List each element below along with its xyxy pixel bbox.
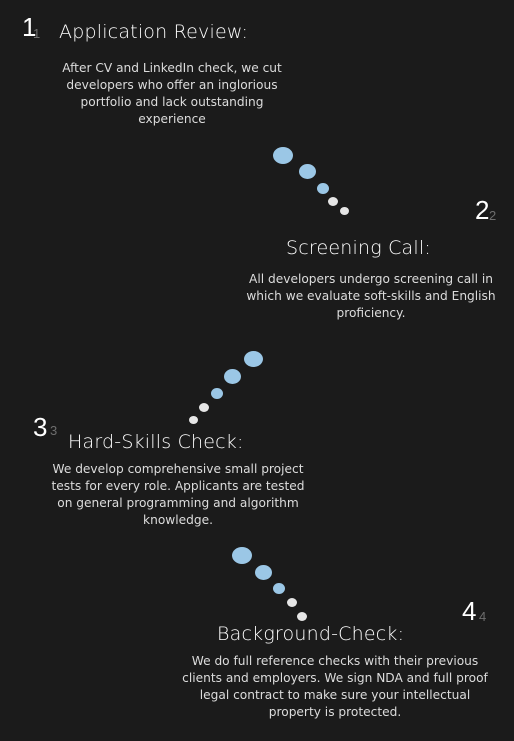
step-4-number: 4 (462, 596, 477, 626)
step-1-title: Application Review: (59, 21, 249, 43)
connector-dot (297, 612, 307, 621)
connector-dot (211, 388, 223, 399)
step-4-title: Background-Check: (217, 623, 405, 645)
connector-dot (287, 598, 297, 607)
step-2-title: Screening Call: (286, 237, 431, 259)
connector-dot (299, 164, 316, 179)
step-3-title: Hard-Skills Check: (68, 431, 244, 453)
step-1-number: 1 (22, 12, 37, 42)
step-3-description: We develop comprehensive small project t… (51, 462, 305, 527)
connector-dot (340, 207, 349, 215)
connector-dot (189, 416, 198, 424)
step-2-number: 2 (475, 195, 490, 225)
connector-dot (273, 583, 285, 594)
step-4-description: We do full reference checks with their p… (182, 654, 488, 719)
connector-dot (224, 369, 241, 384)
step-4-number-ghost: 4 (479, 609, 487, 624)
connector-dot (328, 197, 338, 206)
connector-dot (255, 565, 272, 580)
step-1-number-ghost: 1 (33, 26, 41, 41)
connector-dot (273, 147, 293, 164)
step-2-description: All developers undergo screening call in… (246, 272, 496, 320)
step-3-number: 3 (33, 412, 48, 442)
connector-dot (232, 547, 252, 564)
step-2-number-ghost: 2 (489, 208, 497, 223)
connector-dot (317, 183, 329, 194)
step-3-number-ghost: 3 (50, 423, 58, 438)
connector-dot (199, 403, 209, 412)
step-1-description: After CV and LinkedIn check, we cut deve… (62, 61, 282, 126)
connector-dot (244, 351, 263, 367)
